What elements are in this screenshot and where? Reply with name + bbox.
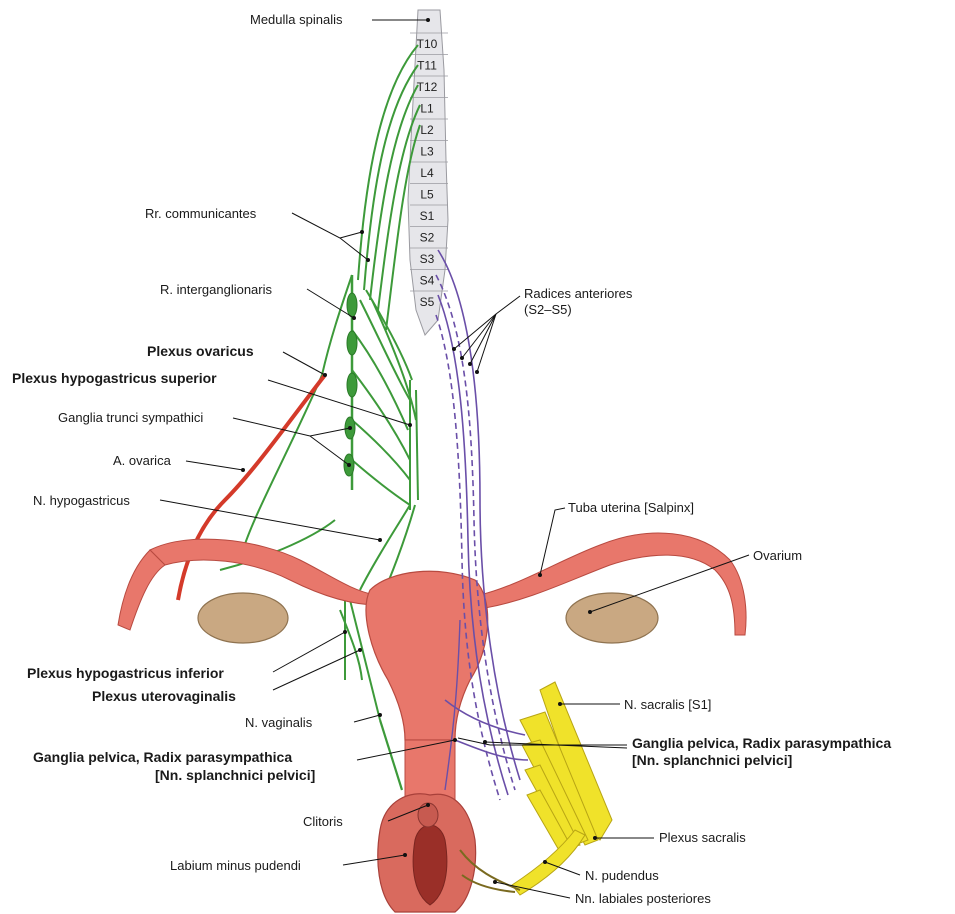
label-ganglia-pelvica-left-line1: Ganglia pelvica, Radix parasympathica <box>33 749 292 766</box>
label-plexus-hypogastricus-superior: Plexus hypogastricus superior <box>12 370 217 387</box>
label-n-vaginalis: N. vaginalis <box>245 715 312 730</box>
label-ganglia-trunci-sympathici: Ganglia trunci sympathici <box>58 410 203 425</box>
label-ganglia-pelvica-right-line2: [Nn. splanchnici pelvici] <box>632 752 792 769</box>
label-radices-anteriores-line2: (S2–S5) <box>524 302 572 317</box>
spinal-segment-label: S5 <box>420 295 435 309</box>
spinal-segment-label: S1 <box>420 209 435 223</box>
spinal-segment-label: L4 <box>420 166 434 180</box>
label-r-interganglionaris: R. interganglionaris <box>160 282 272 297</box>
label-radices-anteriores-line1: Radices anteriores <box>524 286 632 301</box>
label-labium-minus-pudendi: Labium minus pudendi <box>170 858 301 873</box>
label-plexus-sacralis: Plexus sacralis <box>659 830 746 845</box>
spinal-segment-label: S3 <box>420 252 435 266</box>
label-ovarium: Ovarium <box>753 548 802 563</box>
label-medulla-spinalis: Medulla spinalis <box>250 12 343 27</box>
label-n-pudendus: N. pudendus <box>585 868 659 883</box>
sacral-plexus <box>512 682 612 895</box>
spinal-segment-label: L2 <box>420 123 434 137</box>
spinal-segment-label: L1 <box>420 102 434 116</box>
spinal-segment-label: T11 <box>417 59 437 73</box>
label-clitoris: Clitoris <box>303 814 343 829</box>
label-tuba-uterina: Tuba uterina [Salpinx] <box>568 500 694 515</box>
sympathetic-ganglia <box>344 293 357 476</box>
label-rr-communicantes: Rr. communicantes <box>145 206 256 221</box>
label-ganglia-pelvica-left-line2: [Nn. splanchnici pelvici] <box>155 767 315 784</box>
label-a-ovarica: A. ovarica <box>113 453 171 468</box>
spinal-segment-label: S2 <box>420 231 435 245</box>
label-n-hypogastricus: N. hypogastricus <box>33 493 130 508</box>
label-plexus-uterovaginalis: Plexus uterovaginalis <box>92 688 236 705</box>
spinal-segment-label: S4 <box>420 274 435 288</box>
spinal-segment-label: T10 <box>417 37 438 51</box>
spinal-segment-label: T12 <box>417 80 438 94</box>
label-nn-labiales-posteriores: Nn. labiales posteriores <box>575 891 711 906</box>
spinal-segment-label: L5 <box>420 188 434 202</box>
spinal-segment-label: L3 <box>420 145 434 159</box>
label-plexus-hypogastricus-inferior: Plexus hypogastricus inferior <box>27 665 224 682</box>
label-n-sacralis: N. sacralis [S1] <box>624 697 711 712</box>
label-plexus-ovaricus: Plexus ovaricus <box>147 343 254 360</box>
label-ganglia-pelvica-right-line1: Ganglia pelvica, Radix parasympathica <box>632 735 891 752</box>
